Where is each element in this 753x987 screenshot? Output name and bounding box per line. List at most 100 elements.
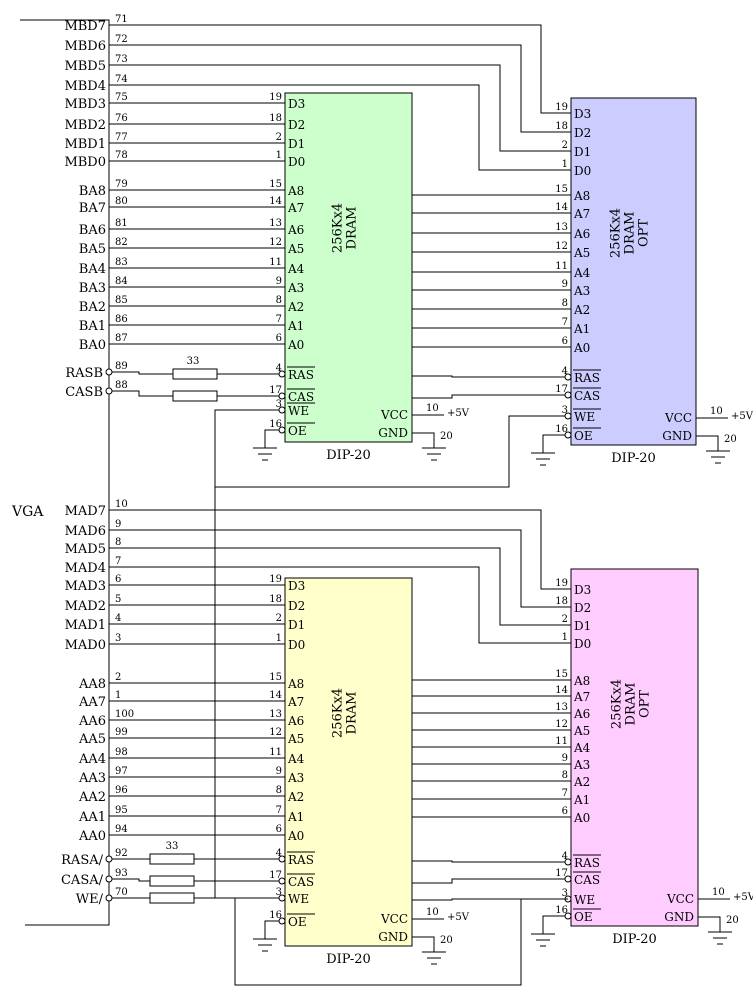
pin-number: 2: [276, 613, 282, 624]
connector-pin: [105, 387, 113, 395]
series-resistor: [172, 390, 218, 402]
pin-number: 13: [555, 702, 568, 713]
pin-name: A8: [287, 677, 304, 691]
pin-name: WE: [574, 893, 595, 907]
vga-pin-number: 10: [115, 499, 128, 510]
pin-number: 16: [269, 910, 282, 921]
pin-name: D0: [288, 638, 305, 652]
pin-name: CAS: [574, 389, 600, 403]
pin-number: 3: [276, 887, 282, 898]
pin-number: 17: [269, 870, 282, 881]
pin-number: 3: [562, 888, 568, 899]
pin-name: A0: [573, 341, 590, 355]
vga-pin-number: 78: [115, 150, 128, 161]
vga-pin-number: 2: [115, 672, 121, 683]
pin-number: 9: [562, 279, 568, 290]
signal-label-mbd2: MBD2: [64, 118, 106, 133]
ground-symbol: [253, 938, 277, 952]
pin-name: CAS: [288, 390, 314, 404]
pin-number: 4: [562, 366, 568, 377]
resistor-value: 33: [187, 356, 200, 367]
vcc-label: VCC: [666, 892, 694, 906]
pin-name: A1: [287, 810, 304, 824]
package-label: DIP-20: [326, 448, 371, 463]
chip-title-line: 256Kx4: [331, 203, 346, 253]
gnd-label: GND: [662, 429, 692, 443]
pin-number: 18: [269, 594, 282, 605]
pin-number: 15: [269, 179, 282, 190]
connector-pin: [105, 875, 113, 883]
pin-number: 6: [276, 824, 282, 835]
vga-pin-number: 74: [115, 74, 128, 85]
pin-number: 1: [276, 150, 282, 161]
signal-label-mbd6: MBD6: [64, 39, 106, 54]
pin-number: 9: [276, 766, 282, 777]
pin-number: 19: [555, 102, 568, 113]
signal-label-mbd7: MBD7: [64, 19, 106, 34]
signal-label-ba3: BA3: [79, 281, 106, 296]
vga-pin-number: 79: [115, 179, 128, 190]
vcc-pin-number: 10: [710, 406, 723, 417]
data-line: [109, 566, 571, 644]
pin-number: 4: [562, 851, 568, 862]
signal-wires: [105, 24, 572, 986]
gnd-wire: [696, 435, 719, 451]
pin-name: A4: [287, 752, 305, 766]
pin-number: 2: [276, 132, 282, 143]
pin-name: A8: [573, 189, 590, 203]
pin-number: 2: [562, 614, 568, 625]
package-label: DIP-20: [326, 952, 371, 967]
pin-number: 1: [276, 633, 282, 644]
pin-number: 12: [555, 719, 568, 730]
signal-label-mad6: MAD6: [65, 524, 106, 539]
signal-label-ba1: BA1: [79, 319, 106, 334]
chip-title-line: 256Kx4: [610, 679, 625, 729]
vga-pin-number: 70: [115, 887, 128, 898]
pin-name: A6: [573, 227, 590, 241]
we-bus: [214, 409, 279, 898]
pin-name: A4: [287, 262, 305, 276]
pin-number: 16: [555, 424, 568, 435]
pin-number: 1: [562, 159, 568, 170]
we-link-a: [234, 898, 568, 986]
pin-number: 15: [269, 672, 282, 683]
pin-name: A1: [287, 319, 304, 333]
vga-pin-number: 87: [115, 333, 128, 344]
pin-name: A8: [287, 184, 304, 198]
vga-pin-number: 95: [115, 805, 128, 816]
connector-pin: [105, 368, 113, 376]
supply-label: +5V: [733, 892, 753, 903]
pin-name: D2: [288, 118, 305, 132]
pin-number: 16: [269, 419, 282, 430]
vga-pin-number: 71: [115, 14, 128, 25]
ground-symbol: [422, 447, 446, 461]
pin-name: A0: [573, 811, 590, 825]
pin-name: A2: [573, 303, 590, 317]
signal-label-rasa: RASA/: [61, 853, 103, 868]
signal-label-mbd4: MBD4: [64, 79, 106, 94]
signal-label-ba2: BA2: [79, 300, 106, 315]
pin-name: D1: [574, 145, 591, 159]
vga-pin-number: 93: [115, 868, 128, 879]
package-label: DIP-20: [611, 451, 656, 466]
pin-number: 13: [555, 222, 568, 233]
signal-label-aa6: AA6: [78, 714, 106, 729]
control-link: [412, 394, 568, 399]
pin-name: A7: [573, 690, 590, 704]
signal-label-casb: CASB: [65, 385, 103, 400]
ground-symbol: [531, 933, 555, 947]
pin-number: 14: [555, 202, 568, 213]
pin-name: OE: [574, 429, 593, 443]
chip-title-u1: 256Kx4DRAM: [331, 203, 360, 253]
pin-name: A3: [287, 771, 304, 785]
pin-name: WE: [288, 892, 309, 906]
pin-name: D3: [288, 97, 305, 111]
pin-name: OE: [288, 915, 307, 929]
ground-symbol: [706, 450, 730, 464]
vga-pin-number: 81: [115, 218, 128, 229]
vga-pin-number: 100: [115, 709, 134, 720]
pin-number: 17: [269, 385, 282, 396]
signal-label-rasb: RASB: [65, 366, 103, 381]
